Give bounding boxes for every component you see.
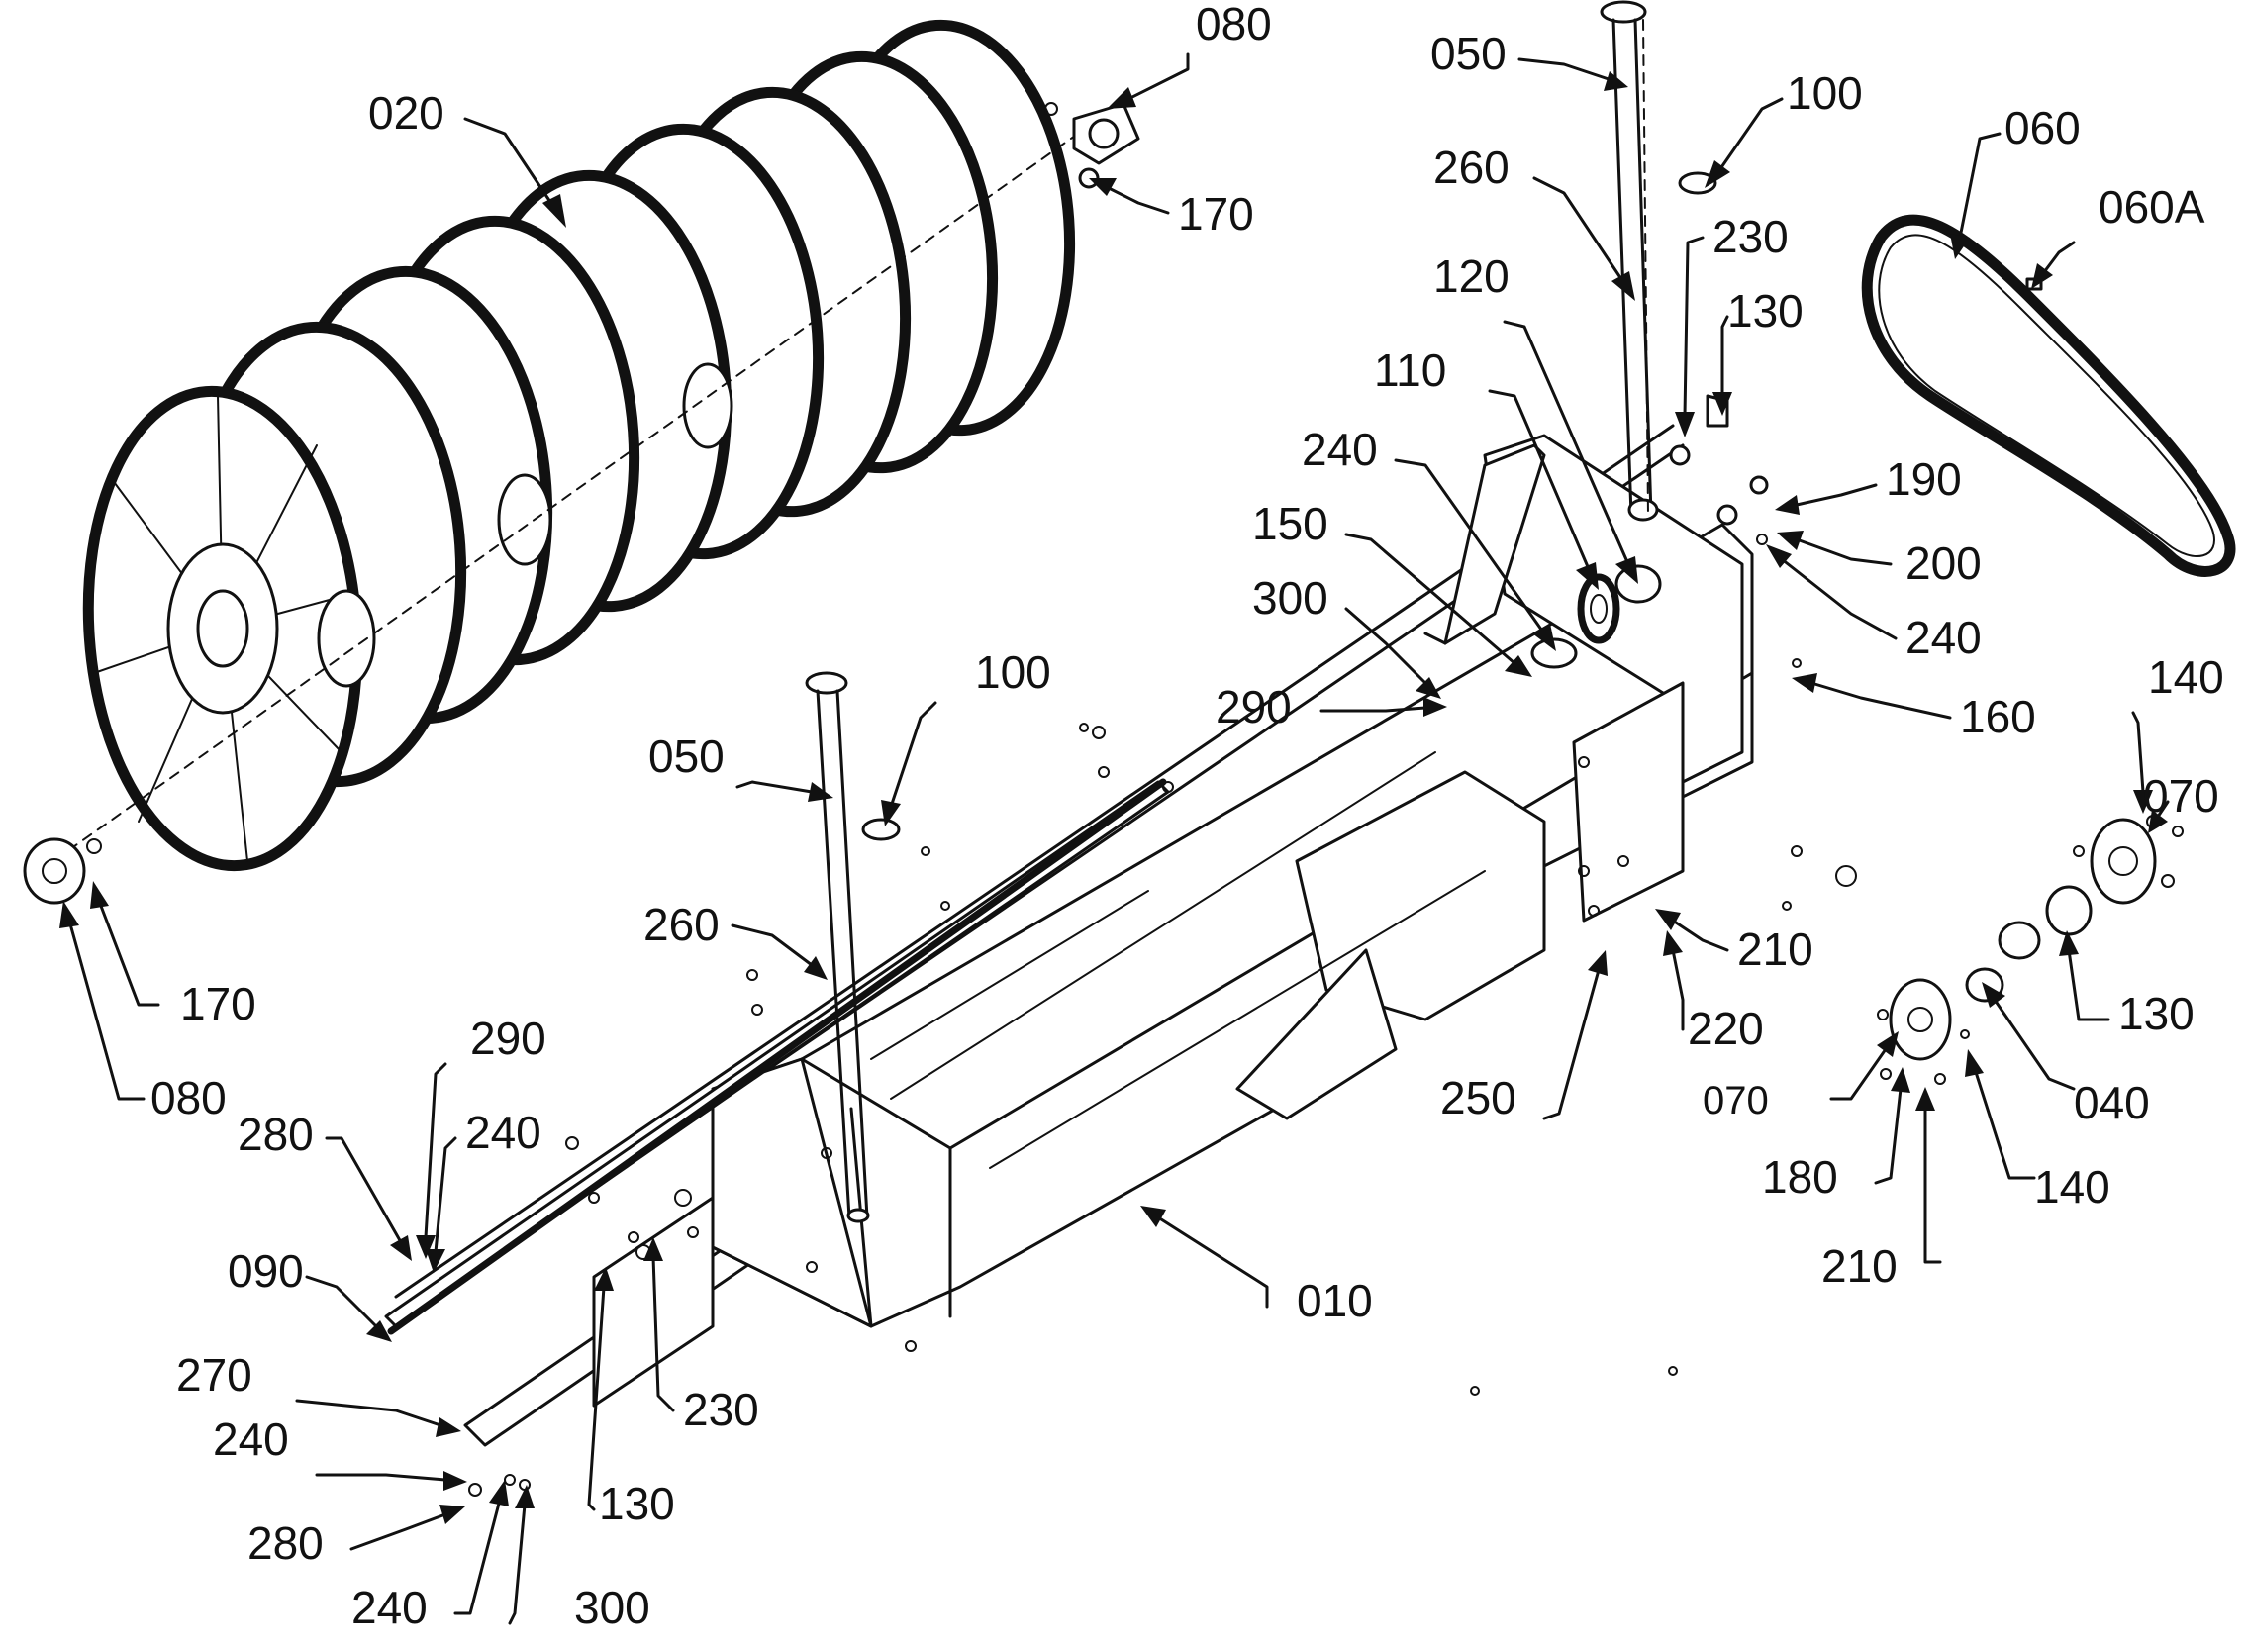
callout-080-top: 080 xyxy=(1196,0,1272,49)
callout-260-left: 260 xyxy=(643,899,720,950)
callout-230-left: 230 xyxy=(683,1384,759,1435)
callout-280-top: 280 xyxy=(238,1109,314,1160)
callout-140-top: 140 xyxy=(2148,651,2224,703)
callout-220: 220 xyxy=(1688,1003,1764,1054)
callout-170-top: 170 xyxy=(1178,188,1254,240)
callout-010: 010 xyxy=(1297,1275,1373,1326)
top-cover-panel xyxy=(1423,443,1546,645)
rotor-drum-assembly xyxy=(39,19,1100,872)
callout-190: 190 xyxy=(1886,453,1962,505)
callout-210-right: 200 xyxy=(1905,537,1982,589)
callout-100-left: 100 xyxy=(975,646,1051,698)
callout-300-right: 300 xyxy=(1252,572,1328,624)
chain-060 xyxy=(1861,214,2236,577)
rotor-axis-line xyxy=(39,118,1100,872)
leader-lines xyxy=(59,52,2170,1625)
callout-240-upper: 240 xyxy=(1302,424,1378,475)
callout-130-left: 130 xyxy=(599,1478,675,1529)
callout-090: 090 xyxy=(228,1245,304,1297)
bearing-080-left xyxy=(23,837,102,905)
callout-240-mid-left: 240 xyxy=(213,1413,289,1465)
callout-300-left: 300 xyxy=(574,1582,650,1633)
callout-210-lower: 210 xyxy=(1821,1240,1898,1292)
rotor-hub xyxy=(497,473,552,566)
callout-060: 060 xyxy=(2004,102,2081,153)
callout-labels: 010 020 040 050 050 060 060A 070 070 080… xyxy=(150,0,2224,1633)
retainer-100-left xyxy=(861,818,901,841)
callout-050-right: 050 xyxy=(1430,28,1507,79)
callout-060A: 060A xyxy=(2099,181,2205,233)
rotor-hub xyxy=(682,362,733,449)
bearing-assembly-right xyxy=(1877,815,2184,1085)
callout-290-left: 290 xyxy=(470,1013,546,1064)
callout-070-lower: 070 xyxy=(1703,1079,1769,1122)
retainer-100-right xyxy=(1678,171,1717,195)
callout-290-right: 290 xyxy=(1216,681,1292,732)
callout-080-left: 080 xyxy=(150,1072,227,1123)
callout-130-lower-right: 130 xyxy=(2118,988,2195,1039)
callout-280-lower: 280 xyxy=(247,1517,324,1569)
callout-160: 160 xyxy=(1960,691,2036,742)
callout-070-right: 070 xyxy=(2143,770,2219,822)
sprocket-110 xyxy=(1577,573,1620,644)
callout-230-right: 230 xyxy=(1712,211,1789,262)
callout-250: 250 xyxy=(1440,1072,1516,1123)
callout-270: 270 xyxy=(176,1349,252,1401)
callout-040: 040 xyxy=(2074,1077,2150,1128)
rod-090 xyxy=(387,778,1167,1335)
bearing-080-top xyxy=(1044,102,1140,189)
callout-260-right: 260 xyxy=(1433,142,1510,193)
callout-050-left: 050 xyxy=(648,730,725,782)
seal-150 xyxy=(1530,637,1578,669)
callout-180: 180 xyxy=(1762,1151,1838,1203)
callout-100-right: 100 xyxy=(1787,67,1863,119)
callout-240-top-left: 240 xyxy=(465,1107,541,1158)
callout-110: 110 xyxy=(1374,344,1446,396)
callout-150: 150 xyxy=(1252,498,1328,549)
callout-170-left: 170 xyxy=(180,978,256,1029)
callout-200: 210 xyxy=(1737,923,1813,975)
callout-120: 120 xyxy=(1433,250,1510,302)
callout-130-right: 130 xyxy=(1727,285,1804,337)
shaft-050-left xyxy=(805,671,870,1223)
shaft-050-right xyxy=(1600,0,1659,522)
callout-240-right: 240 xyxy=(1905,612,1982,663)
callout-020: 020 xyxy=(368,87,444,139)
callout-140-lower: 140 xyxy=(2034,1161,2110,1213)
callout-240-bottom-left: 240 xyxy=(351,1582,428,1633)
